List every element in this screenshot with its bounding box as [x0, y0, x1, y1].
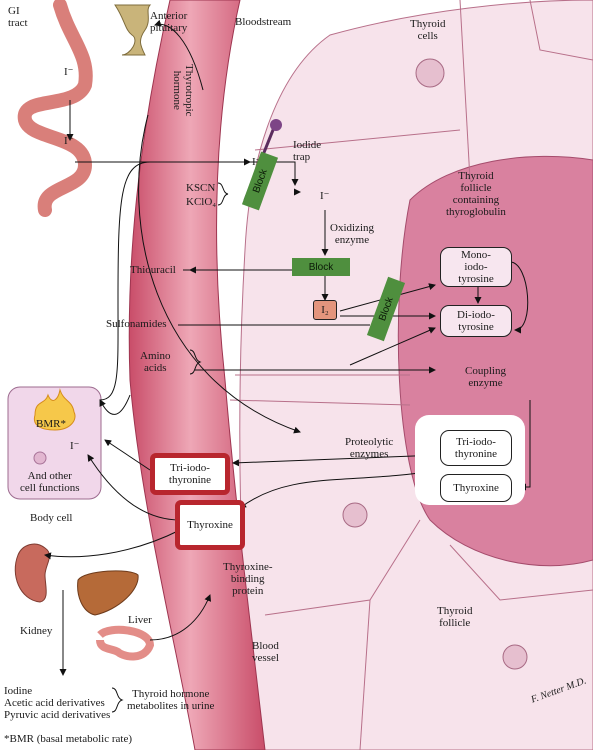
liver-icon	[77, 570, 139, 616]
triiodothyronine-blood-box: Tri-iodo- thyronine	[150, 453, 230, 495]
iodide-trap-label: Iodide trap	[293, 139, 322, 163]
pituitary-icon	[114, 4, 152, 56]
footnote: *BMR (basal metabolic rate)	[4, 733, 132, 745]
coupling-enzyme-label: Coupling enzyme	[465, 365, 506, 389]
body-cell	[7, 386, 102, 500]
and-other-cell-functions-label: And other cell functions	[20, 470, 80, 494]
intestine-icon	[96, 625, 155, 661]
diiodotyrosine-text: Di-iodo- tyrosine	[457, 309, 495, 333]
triiodothyronine-follicle-box: Tri-iodo- thyronine	[440, 430, 512, 466]
thyrotropic-hormone-label: Thyrotropic hormone	[171, 64, 195, 117]
iodide-label-body-cell: I⁻	[70, 440, 80, 452]
blood-vessel	[128, 0, 266, 750]
kclo4-label: KClO₄	[186, 196, 217, 208]
bmr-label: BMR*	[36, 418, 66, 430]
block-thiouracil: Block	[292, 258, 350, 276]
blood-vessel-label: Blood vessel	[252, 640, 279, 664]
triiodothyronine-follicle-text: Tri-iodo- thyronine	[454, 436, 498, 460]
anterior-pituitary-label: Anterior pituitary	[150, 10, 188, 34]
iodide-label-cell: I⁻	[320, 190, 330, 202]
thyroid-hormone-metabolites-label: Thyroid hormone metabolites in urine	[127, 688, 215, 712]
thyroxine-follicle-text: Thyroxine	[453, 482, 499, 494]
iodide-label-gi-2: I⁻	[64, 135, 74, 147]
thyroxine-blood-text: Thyroxine	[187, 519, 233, 531]
triiodothyronine-blood-text: Tri-iodo- thyronine	[168, 462, 212, 486]
proteolytic-enzymes-label: Proteolytic enzymes	[345, 436, 394, 460]
sulfonamides-label: Sulfonamides	[106, 318, 167, 330]
liver-label: Liver	[128, 614, 152, 626]
iodide-trap-icon	[270, 119, 282, 131]
gi-tract-label: GI tract	[8, 5, 28, 29]
thyroid-follicle-label: Thyroid follicle	[437, 605, 473, 629]
flame-icon	[33, 388, 76, 431]
bloodstream-label: Bloodstream	[235, 16, 292, 28]
thyroxine-follicle-box: Thyroxine	[440, 474, 512, 502]
cell-nuclei	[342, 58, 528, 670]
thiouracil-label: Thiouracil	[130, 264, 176, 276]
monoiodotyrosine-text: Mono- iodo- tyrosine	[458, 249, 494, 285]
kidney-icon	[14, 543, 50, 603]
thyroid-follicle-containing-label: Thyroid follicle containing thyroglobuli…	[446, 170, 506, 218]
oxidizing-enzyme-label: Oxidizing enzyme	[330, 222, 374, 246]
thyroid-cells-label: Thyroid cells	[410, 18, 446, 42]
gi-tract-icon	[17, 0, 93, 217]
iodine-i2-text: I₂	[321, 304, 329, 316]
body-cell-label: Body cell	[30, 512, 73, 524]
iodide-label-gi-1: I⁻	[64, 66, 74, 78]
monoiodotyrosine-box: Mono- iodo- tyrosine	[440, 247, 512, 287]
thyroxine-blood-box: Thyroxine	[175, 500, 245, 550]
diiodotyrosine-box: Di-iodo- tyrosine	[440, 305, 512, 337]
amino-acids-label: Amino acids	[140, 350, 171, 374]
block-thiouracil-text: Block	[308, 261, 334, 273]
thyroxine-binding-protein-label: Thyroxine- binding protein	[223, 561, 273, 597]
kidney-label: Kidney	[20, 625, 53, 637]
kscn-label: KSCN	[186, 182, 216, 194]
excretion-list: Iodine Acetic acid derivatives Pyruvic a…	[4, 685, 111, 721]
iodine-i2-box: I₂	[313, 300, 337, 320]
